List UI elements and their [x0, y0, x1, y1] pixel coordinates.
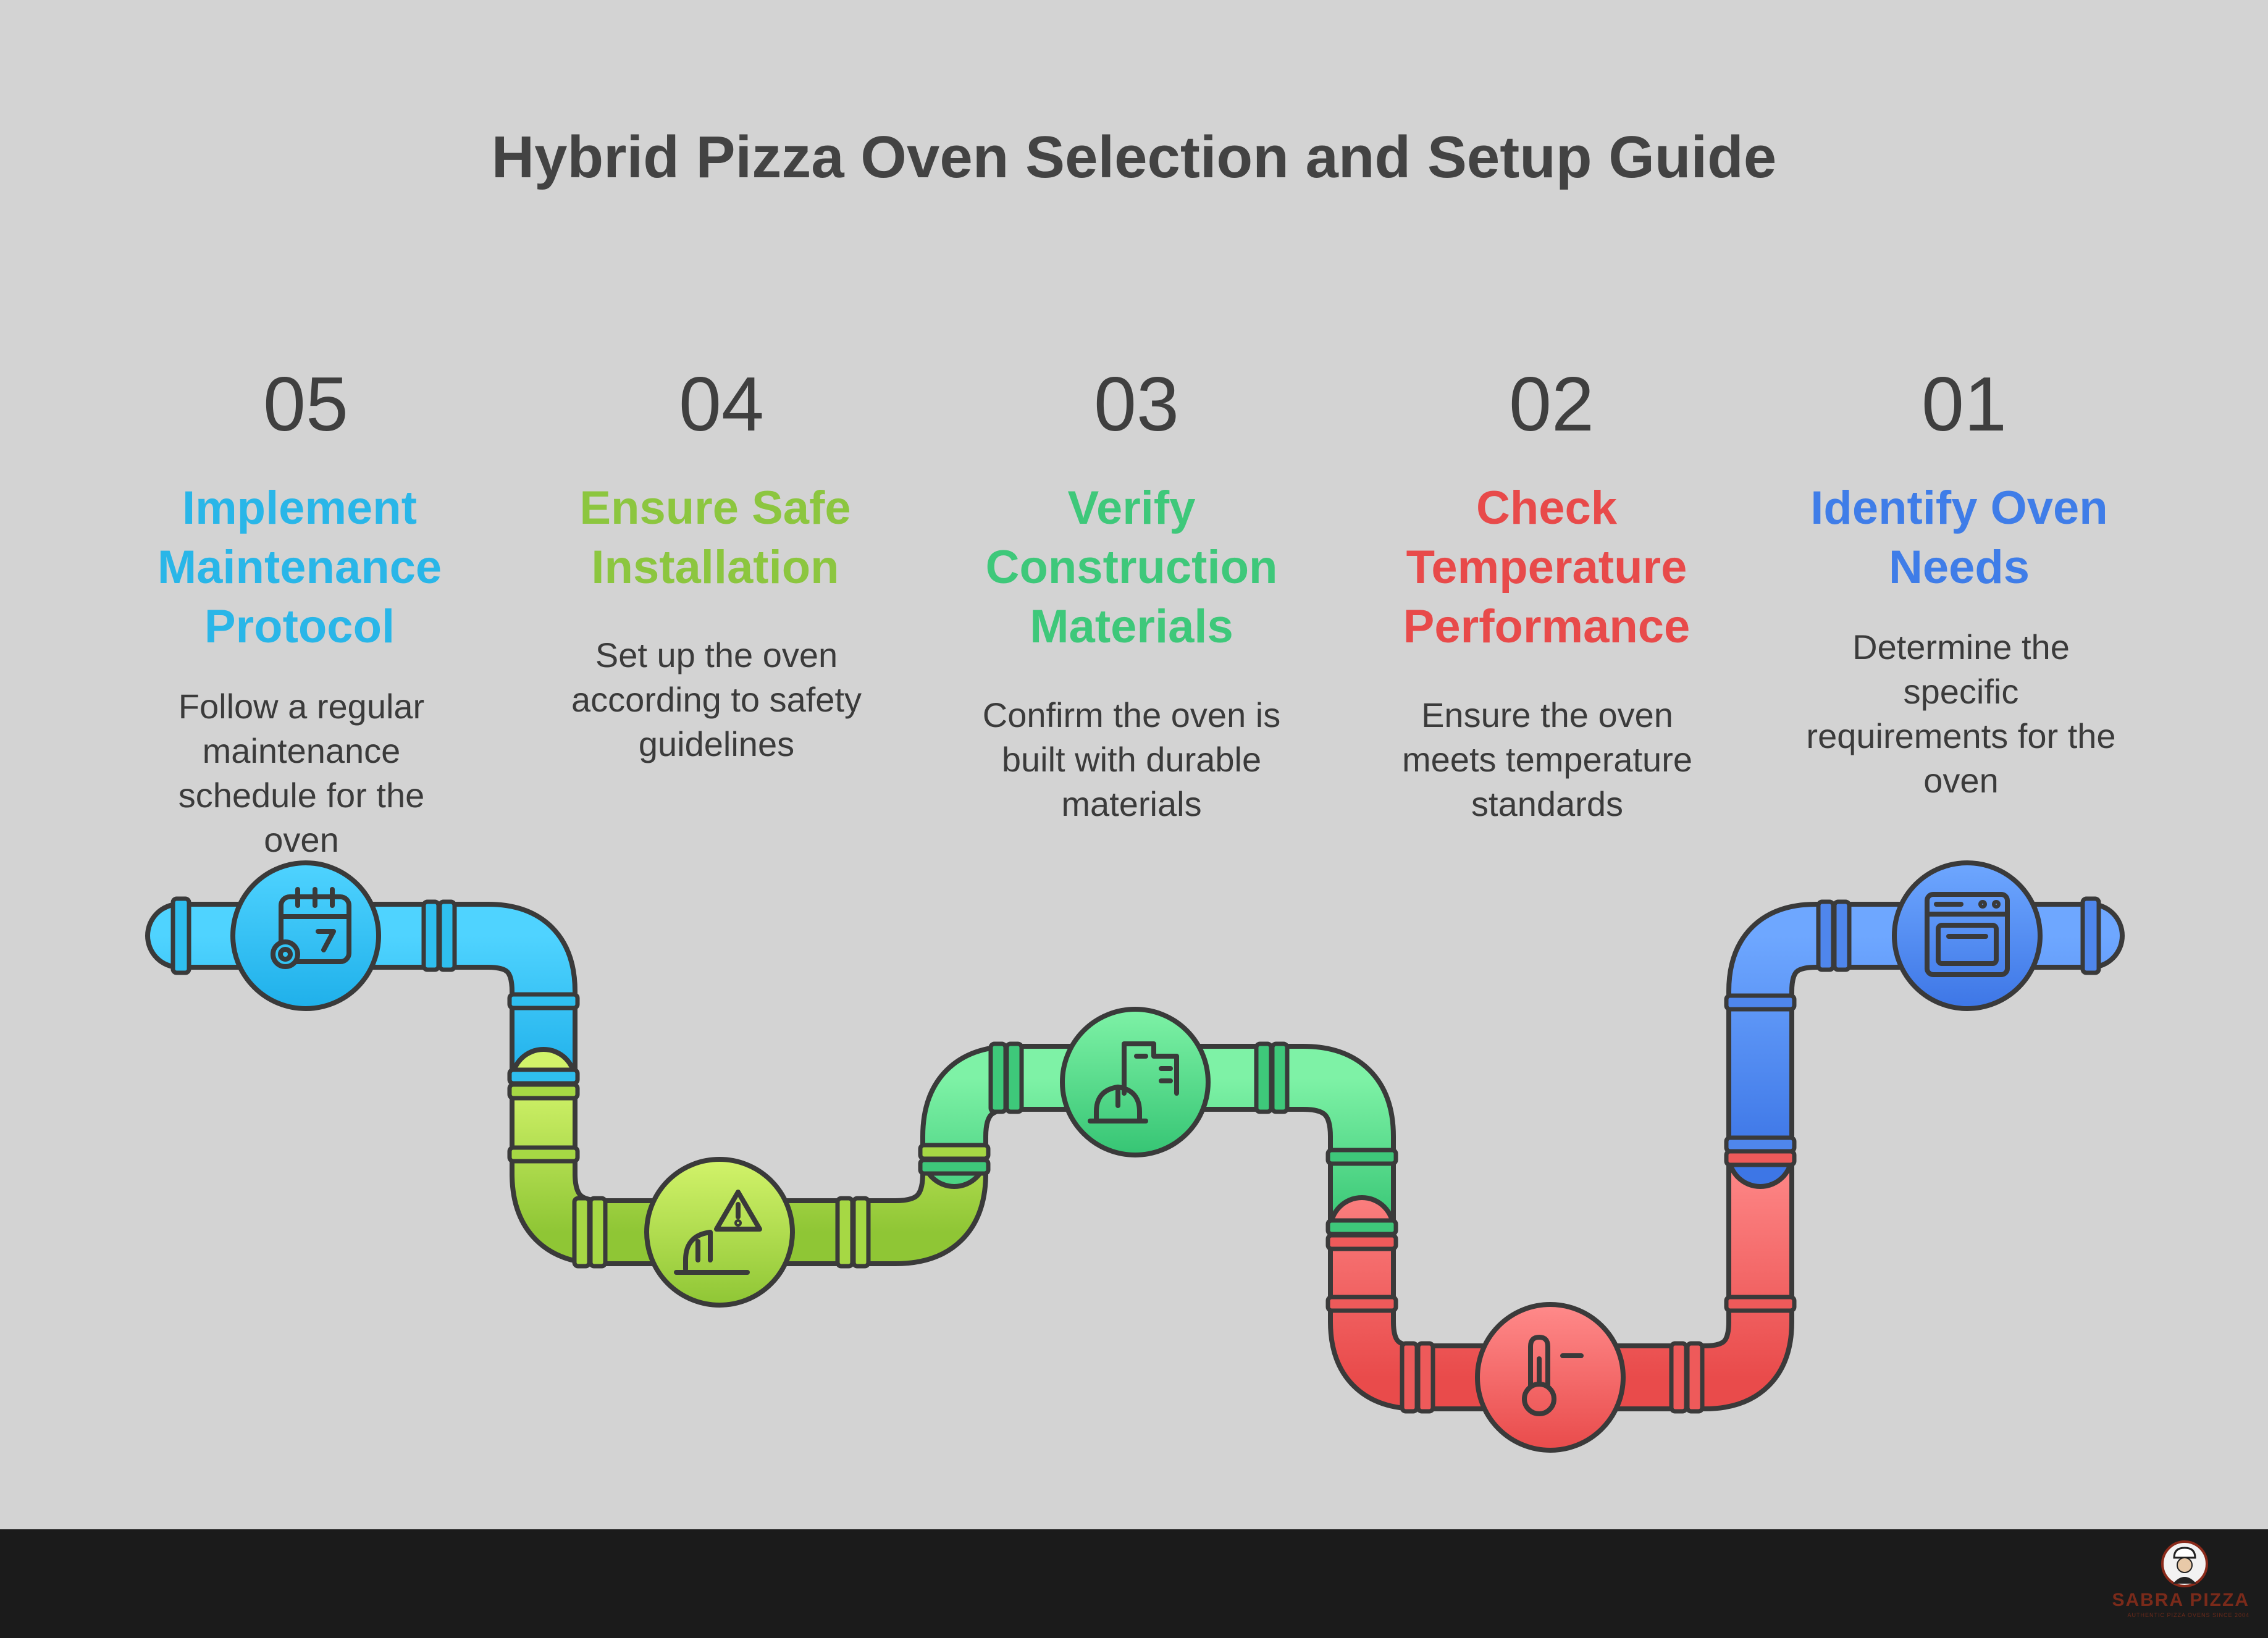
step-title: Check Temperature Performance	[1361, 479, 1732, 657]
step-description-line: Determine the	[1852, 628, 2070, 666]
brand-logo-text: SABRA PIZZA	[2112, 1590, 2249, 1610]
step-description-line: specific	[1903, 672, 2019, 711]
step-number: 02	[1509, 362, 1594, 447]
step-number: 04	[679, 362, 764, 447]
thermometer-icon	[1522, 1335, 1584, 1416]
oven-icon	[1925, 892, 2010, 977]
step-description-line: requirements for the	[1806, 716, 2116, 755]
step-description-line: standards	[1471, 784, 1623, 823]
step-description-line: meets temperature	[1402, 740, 1692, 779]
step-01-icon-node	[1892, 860, 2043, 1011]
step-title: Identify Oven Needs	[1774, 479, 2144, 597]
calendar-gear-icon	[271, 887, 351, 969]
hardhat-building-icon	[1088, 1041, 1179, 1124]
step-title-line: Implement	[182, 482, 418, 534]
step-description: Determine the specific requirements for …	[1776, 625, 2146, 803]
step-description: Set up the oven according to safety guid…	[531, 633, 902, 766]
step-title-line: Installation	[591, 541, 839, 594]
step-title-line: Identify Oven	[1810, 482, 2108, 534]
step-title-line: Needs	[1888, 541, 2030, 594]
step-description: Confirm the oven is built with durable m…	[946, 693, 1317, 826]
step-02-icon-node	[1475, 1302, 1626, 1453]
step-title-line: Materials	[1030, 600, 1233, 653]
page-title: Hybrid Pizza Oven Selection and Setup Gu…	[491, 124, 1777, 190]
step-description-line: oven	[264, 820, 339, 859]
step-description-line: schedule for the	[178, 776, 425, 815]
step-description-line: Confirm the oven is	[982, 695, 1281, 734]
step-title-line: Verify	[1067, 482, 1196, 534]
step-title-line: Construction	[985, 541, 1278, 594]
hardhat-warning-icon	[674, 1190, 762, 1275]
step-title-line: Maintenance	[157, 541, 442, 594]
step-description-line: materials	[1061, 784, 1202, 823]
step-description: Follow a regular maintenance schedule fo…	[116, 684, 487, 862]
step-description: Ensure the oven meets temperature standa…	[1362, 693, 1732, 826]
step-description-line: guidelines	[638, 724, 795, 763]
step-04-icon-node	[644, 1157, 795, 1308]
step-title-line: Ensure Safe	[579, 482, 851, 534]
step-number: 03	[1094, 362, 1179, 447]
step-title: Implement Maintenance Protocol	[114, 479, 485, 657]
step-title: Verify Construction Materials	[946, 479, 1317, 657]
pipe-connectors	[170, 896, 2101, 1414]
step-description-line: built with durable	[1001, 740, 1262, 779]
step-description-line: Follow a regular	[178, 687, 425, 726]
step-03-icon-node	[1060, 1007, 1211, 1157]
step-description-line: according to safety	[571, 680, 862, 719]
step-description-line: oven	[1923, 761, 1999, 800]
step-title-line: Temperature	[1406, 541, 1687, 594]
step-title: Ensure Safe Installation	[530, 479, 901, 597]
chef-logo-icon	[2161, 1540, 2208, 1587]
step-description-line: maintenance	[202, 731, 401, 770]
step-title-line: Check	[1476, 482, 1618, 534]
step-title-line: Performance	[1403, 600, 1690, 653]
step-description-line: Ensure the oven	[1421, 695, 1673, 734]
brand-logo-tagline: AUTHENTIC PIZZA OVENS SINCE 2004	[2127, 1612, 2249, 1618]
step-number: 05	[263, 362, 348, 447]
footer-bar: SABRA PIZZA AUTHENTIC PIZZA OVENS SINCE …	[0, 1529, 2268, 1638]
step-05-icon-node	[230, 860, 381, 1011]
step-number: 01	[1922, 362, 2007, 447]
step-title-line: Protocol	[204, 600, 395, 653]
step-description-line: Set up the oven	[595, 636, 838, 674]
